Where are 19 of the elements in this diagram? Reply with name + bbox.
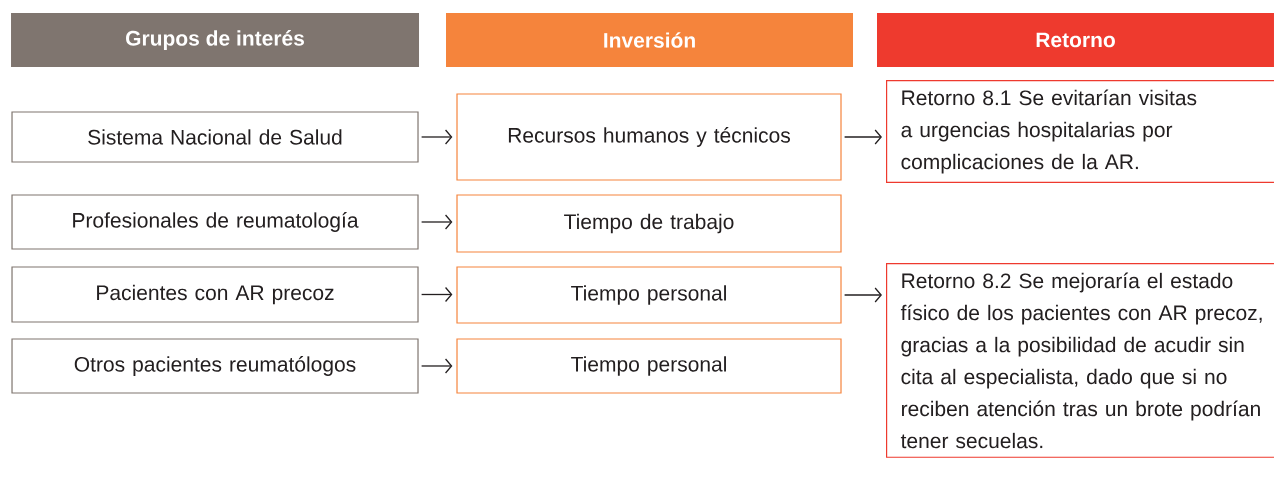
process-box: Tiempo de trabajo <box>456 194 842 253</box>
arrow <box>420 358 453 374</box>
process-box: Pacientes con AR precoz <box>11 266 419 323</box>
note-box: Retorno 8.2 Se mejoraría el estado físico de los pacientes con AR precoz, gracias a la posibilidad de acudir sin cita al especialista, dado que si no reciben atención tras un brote podrían tener secuelas. <box>886 263 1274 458</box>
column-header: Retorno <box>877 13 1274 67</box>
process-box: Recursos humanos y técnicos <box>456 93 842 181</box>
arrow <box>843 129 882 145</box>
column-header: Grupos de interés <box>11 13 419 67</box>
process-box: Sistema Nacional de Salud <box>11 111 419 163</box>
arrow <box>420 129 453 145</box>
arrow <box>420 286 453 303</box>
process-box: Tiempo personal <box>456 338 842 394</box>
arrow <box>843 287 882 303</box>
note-box: Retorno 8.1 Se evitarían visitas a urgencias hospitalarias por complicaciones de la AR. <box>886 80 1274 183</box>
column-header: Inversión <box>446 13 853 67</box>
process-box: Profesionales de reumatología <box>11 194 419 250</box>
process-box: Otros pacientes reumatólogos <box>11 338 419 394</box>
arrow <box>420 214 453 230</box>
process-box: Tiempo personal <box>456 266 842 324</box>
